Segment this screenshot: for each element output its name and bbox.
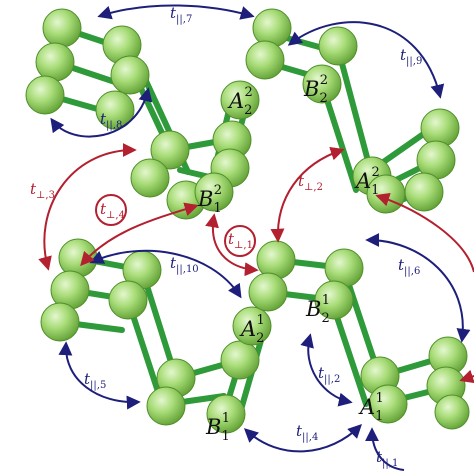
hop-arrow-perp-3	[38, 143, 137, 271]
hop-label-par-5: t||,5	[84, 370, 106, 391]
hop-label-par-4: t||,4	[296, 422, 318, 443]
hop-label-par-1: t||,1	[376, 448, 398, 469]
hop-label-par-2: t||,2	[318, 364, 340, 385]
atom	[248, 272, 288, 312]
atom	[146, 386, 186, 426]
atom	[150, 130, 190, 170]
atom	[245, 40, 285, 80]
hop-arrow-perp-4	[80, 202, 199, 267]
atom	[110, 55, 150, 95]
hop-label-par-8: t||,8	[100, 110, 122, 131]
perp-hop-arrows	[38, 143, 474, 384]
atom	[404, 172, 444, 212]
atom	[318, 26, 358, 66]
site-label-a11: A11	[358, 391, 384, 424]
atom	[220, 340, 260, 380]
perp-1-ring	[224, 225, 256, 257]
site-label-a12: A12	[354, 165, 380, 198]
site-label-a22: A22	[227, 85, 253, 118]
atom	[434, 394, 470, 430]
hop-label-perp-1: t⊥,1	[228, 230, 253, 251]
hop-arrow-par-1	[365, 427, 405, 471]
site-label-b11: B11	[205, 411, 230, 444]
hop-label-perp-3: t⊥,3	[30, 180, 55, 201]
atom	[232, 306, 272, 346]
atom	[40, 302, 80, 342]
hop-arrow-par-4	[243, 424, 362, 453]
hop-arrow-perp-1	[205, 213, 259, 277]
hop-arrow-par-5	[58, 341, 141, 410]
atom	[220, 80, 260, 120]
atom	[206, 394, 246, 434]
hop-label-perp-4: t⊥,4	[100, 200, 125, 221]
atom	[25, 75, 65, 115]
site-labels: A22 B22 A12 B12 A21 B21 A11 B11	[197, 73, 384, 444]
hop-label-par-9: t||,9	[400, 46, 422, 67]
hop-arrow-perp-6	[459, 369, 474, 384]
hop-label-par-7: t||,7	[170, 4, 192, 25]
perp-4-ring	[95, 194, 127, 226]
atom	[130, 158, 170, 198]
hop-arrow-par-8	[50, 87, 153, 138]
hop-label-par-10: t||,10	[170, 254, 199, 275]
hop-arrow-perp-5	[375, 192, 474, 273]
hop-arrow-par-2	[300, 333, 353, 407]
atom	[108, 280, 148, 320]
hop-label-perp-2: t⊥,2	[298, 172, 323, 193]
atom	[194, 172, 234, 212]
site-label-a21: A21	[239, 313, 265, 346]
atom	[252, 8, 292, 48]
atom	[42, 8, 82, 48]
site-label-b12: B12	[197, 183, 222, 216]
hop-arrow-par-9	[287, 21, 445, 99]
atom	[35, 42, 75, 82]
site-label-b22: B22	[303, 73, 328, 106]
hop-arrow-perp-2	[270, 146, 345, 243]
hop-labels: t||,7 t||,9 t||,8 t⊥,3 t⊥,4 t⊥,2 t⊥,1 t|…	[30, 4, 422, 469]
atom	[314, 280, 354, 320]
hop-arrow-par-6	[365, 233, 471, 343]
atom	[368, 384, 408, 424]
site-label-b21: B21	[305, 293, 330, 326]
hop-arrow-par-7	[97, 4, 255, 20]
hop-label-par-6: t||,6	[398, 256, 420, 277]
